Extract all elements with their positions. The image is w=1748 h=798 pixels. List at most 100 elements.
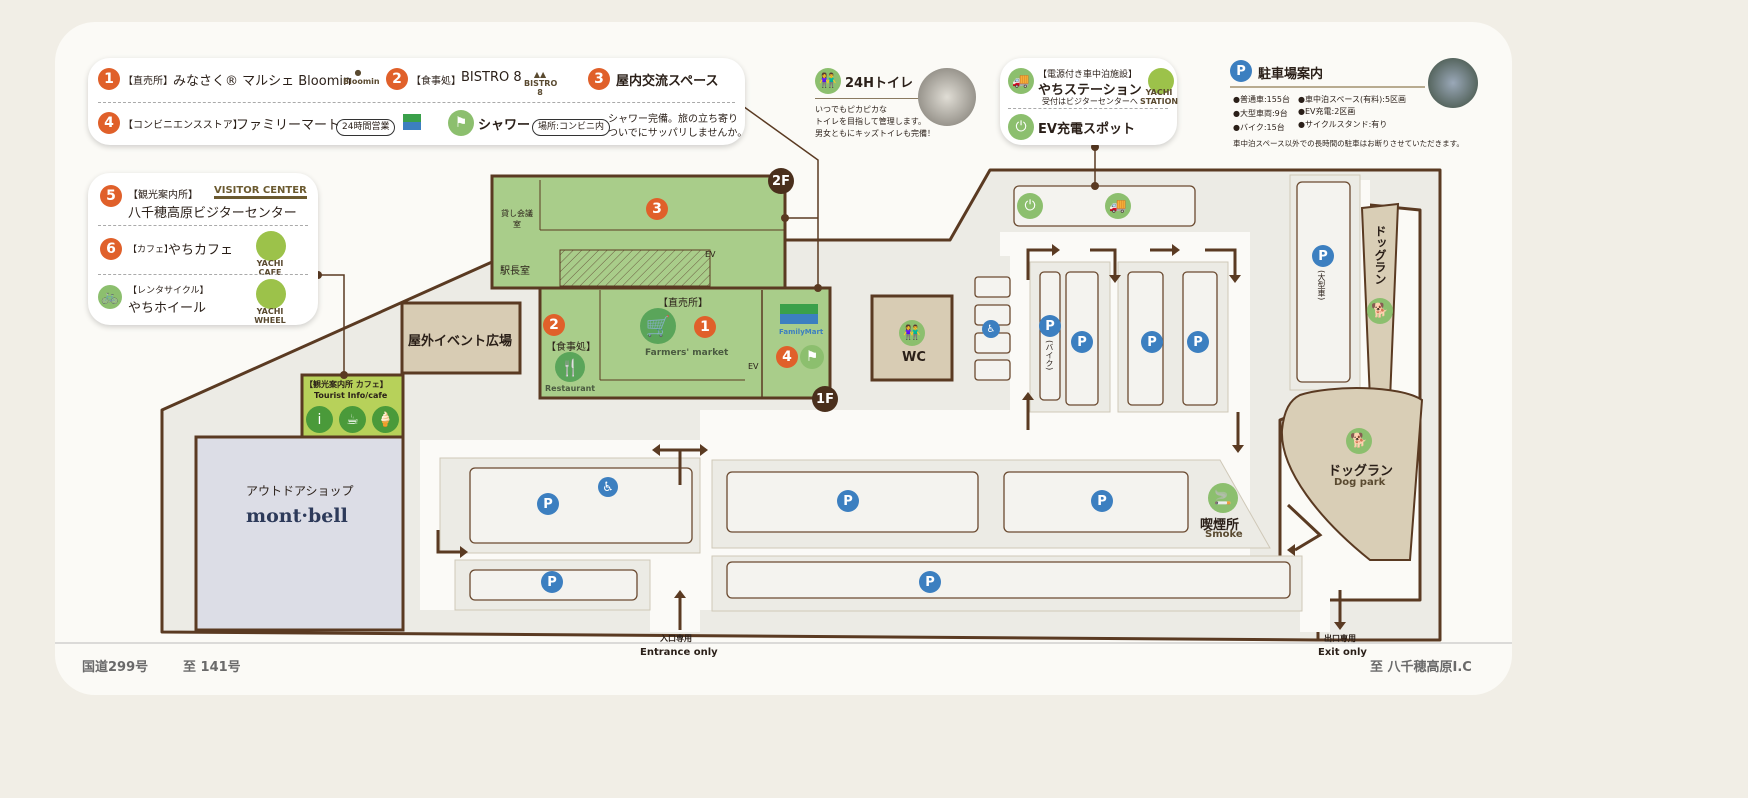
parking-marker: P bbox=[1187, 331, 1209, 353]
parking-photo bbox=[1428, 58, 1478, 108]
direct-sales-label: 【直売所】 bbox=[658, 298, 708, 309]
parking-item: ●サイクルスタンド:有り bbox=[1298, 120, 1388, 129]
number-badge: 4 bbox=[98, 112, 120, 134]
rental-room-label: 貸し会議室 bbox=[501, 209, 533, 229]
event-plaza-shape bbox=[400, 301, 522, 375]
item5-tag: 【観光案内所】 bbox=[128, 190, 198, 201]
large-vehicle-label: (大型車) bbox=[1317, 270, 1326, 301]
parking-marker: P bbox=[537, 493, 559, 515]
coffee-icon: ☕ bbox=[339, 406, 366, 433]
tourist-tag: 【観光案内所 カフェ】 bbox=[305, 380, 388, 389]
cycle-name: やちホイール bbox=[128, 301, 207, 316]
hours-badge: 24時間営業 bbox=[336, 119, 396, 136]
plug-icon: ⏻ bbox=[1008, 114, 1034, 140]
restaurant-tag: 【食事処】 bbox=[546, 342, 596, 353]
shower-icon: ⚑ bbox=[448, 110, 474, 136]
toilet-text: トイレを目指して管理します。 bbox=[815, 117, 926, 126]
yachi-wheel-logo bbox=[256, 279, 286, 309]
atrium-void bbox=[559, 249, 711, 287]
parking-marker: P bbox=[919, 571, 941, 593]
montbell-logo: mont·bell bbox=[246, 505, 348, 527]
parking-item: ●EV充電:2区画 bbox=[1298, 107, 1356, 116]
familymart-logo bbox=[403, 114, 421, 130]
ev-elevator-label: EV bbox=[748, 362, 759, 371]
cart-icon: 🛒 bbox=[640, 308, 676, 344]
item1-name: みなさく® マルシェ Bloomin bbox=[173, 74, 352, 89]
cycle-tag: 【レンタサイクル】 bbox=[128, 286, 209, 296]
parking-marker: P bbox=[1071, 331, 1093, 353]
parking-marker-bike: P bbox=[1039, 315, 1061, 337]
leader-lines bbox=[318, 103, 1096, 375]
station-name: やちステーション bbox=[1038, 83, 1142, 98]
item5-name: 八千穂高原ビジターセンター bbox=[128, 206, 297, 221]
bicycle-icon: 🚲 bbox=[98, 285, 122, 309]
parking-item: ●普通車:155台 bbox=[1233, 95, 1290, 104]
restroom-icon: 👫 bbox=[899, 320, 925, 346]
ev-label: EV充電スポット bbox=[1038, 122, 1135, 137]
yachi-station-logo bbox=[1148, 68, 1174, 94]
location-badge: 場所:コンビニ内 bbox=[532, 119, 611, 136]
parking-marker: P bbox=[541, 571, 563, 593]
facility-legend-card: 1 【直売所】 みなさく® マルシェ Bloomin ●Bloomin 2 【食… bbox=[88, 58, 747, 145]
truck-icon: 🚚 bbox=[1105, 193, 1131, 219]
ev-elevator-label: EV bbox=[705, 250, 716, 259]
visitor-center-card: 5 【観光案内所】 VISITOR CENTER 八千穂高原ビジターセンター 6… bbox=[88, 173, 318, 325]
ice-cream-icon: 🍦 bbox=[372, 406, 399, 433]
entrance-en-label: Entrance only bbox=[640, 647, 718, 658]
traffic-arrows bbox=[436, 248, 1342, 630]
smoke-en-label: Smoke bbox=[1205, 529, 1243, 540]
restroom-icon: 👫 bbox=[815, 68, 841, 94]
yachi-cafe-logo bbox=[256, 231, 286, 261]
restaurant-label: Restaurant bbox=[545, 384, 596, 393]
smoking-icon: 🚬 bbox=[1208, 483, 1238, 513]
number-badge: 6 bbox=[100, 238, 122, 260]
exit-en-label: Exit only bbox=[1318, 647, 1367, 658]
dogrun-vertical-label: ドッグラン bbox=[1373, 225, 1387, 285]
dog-icon: 🐕 bbox=[1367, 298, 1393, 324]
montbell-building bbox=[194, 435, 405, 632]
toilet-photo bbox=[918, 68, 976, 126]
toilet-text: 男女ともにキッズトイレも完備！ bbox=[815, 129, 935, 138]
item6-tag: 【カフェ】 bbox=[128, 245, 174, 255]
plug-icon: ⏻ bbox=[1017, 193, 1043, 219]
parking-title: 駐車場案内 bbox=[1258, 67, 1324, 82]
item2-tag: 【食事処】 bbox=[411, 76, 461, 87]
wheelchair-icon: ♿ bbox=[982, 320, 1000, 338]
route-299-label: 国道299号 bbox=[82, 660, 149, 675]
item4-tag: 【コンビニエンスストア】 bbox=[123, 120, 243, 131]
parking-marker: P bbox=[1141, 331, 1163, 353]
marker-1: 1 bbox=[694, 316, 716, 338]
dog-icon: 🐕 bbox=[1346, 428, 1372, 454]
entrance-label: 入口専用 bbox=[660, 634, 692, 643]
parking-item: ●大型車両:9台 bbox=[1233, 109, 1288, 118]
info-icon: i bbox=[306, 406, 333, 433]
item4-name: ファミリーマート bbox=[236, 118, 341, 133]
shower-icon: ⚑ bbox=[800, 345, 824, 369]
bloomin-logo: ●Bloomin bbox=[343, 68, 380, 86]
truck-icon: 🚚 bbox=[1008, 68, 1034, 94]
number-badge: 5 bbox=[100, 185, 122, 207]
number-badge: 2 bbox=[386, 68, 408, 90]
item6-name: やちカフェ bbox=[168, 243, 234, 258]
toilet-text: いつでもピカピカな bbox=[815, 105, 887, 114]
dogrun-label: ドッグラン bbox=[1328, 464, 1394, 479]
parking-marker: P bbox=[1091, 490, 1113, 512]
dogpark-label: Dog park bbox=[1334, 477, 1386, 488]
station-sub: 受付はビジターセンターへ bbox=[1042, 97, 1138, 106]
number-badge: 3 bbox=[588, 68, 610, 90]
wheelchair-icon: ♿ bbox=[598, 477, 618, 497]
floor-1f-badge: 1F bbox=[812, 386, 838, 412]
item2-name: BISTRO 8 bbox=[461, 70, 522, 85]
tourist-label: Tourist Info/cafe bbox=[314, 391, 388, 400]
direction-left-label: 至 141号 bbox=[183, 660, 241, 675]
parking-item: ●車中泊スペース(有料):5区画 bbox=[1298, 95, 1407, 104]
marker-4: 4 bbox=[776, 346, 798, 368]
bike-label: (バイク) bbox=[1045, 340, 1054, 371]
station-tag: 【電源付き車中泊施設】 bbox=[1038, 70, 1138, 80]
parking-note: 車中泊スペース以外での長時間の駐車はお断りさせていただきます。 bbox=[1233, 139, 1464, 148]
visitor-center-logo: VISITOR CENTER bbox=[214, 185, 307, 199]
outdoor-shop-label: アウトドアショップ bbox=[246, 484, 354, 498]
station-card: 🚚 【電源付き車中泊施設】 やちステーション 受付はビジターセンターへ YACH… bbox=[1000, 58, 1178, 145]
station-master-label: 駅長室 bbox=[500, 266, 530, 277]
